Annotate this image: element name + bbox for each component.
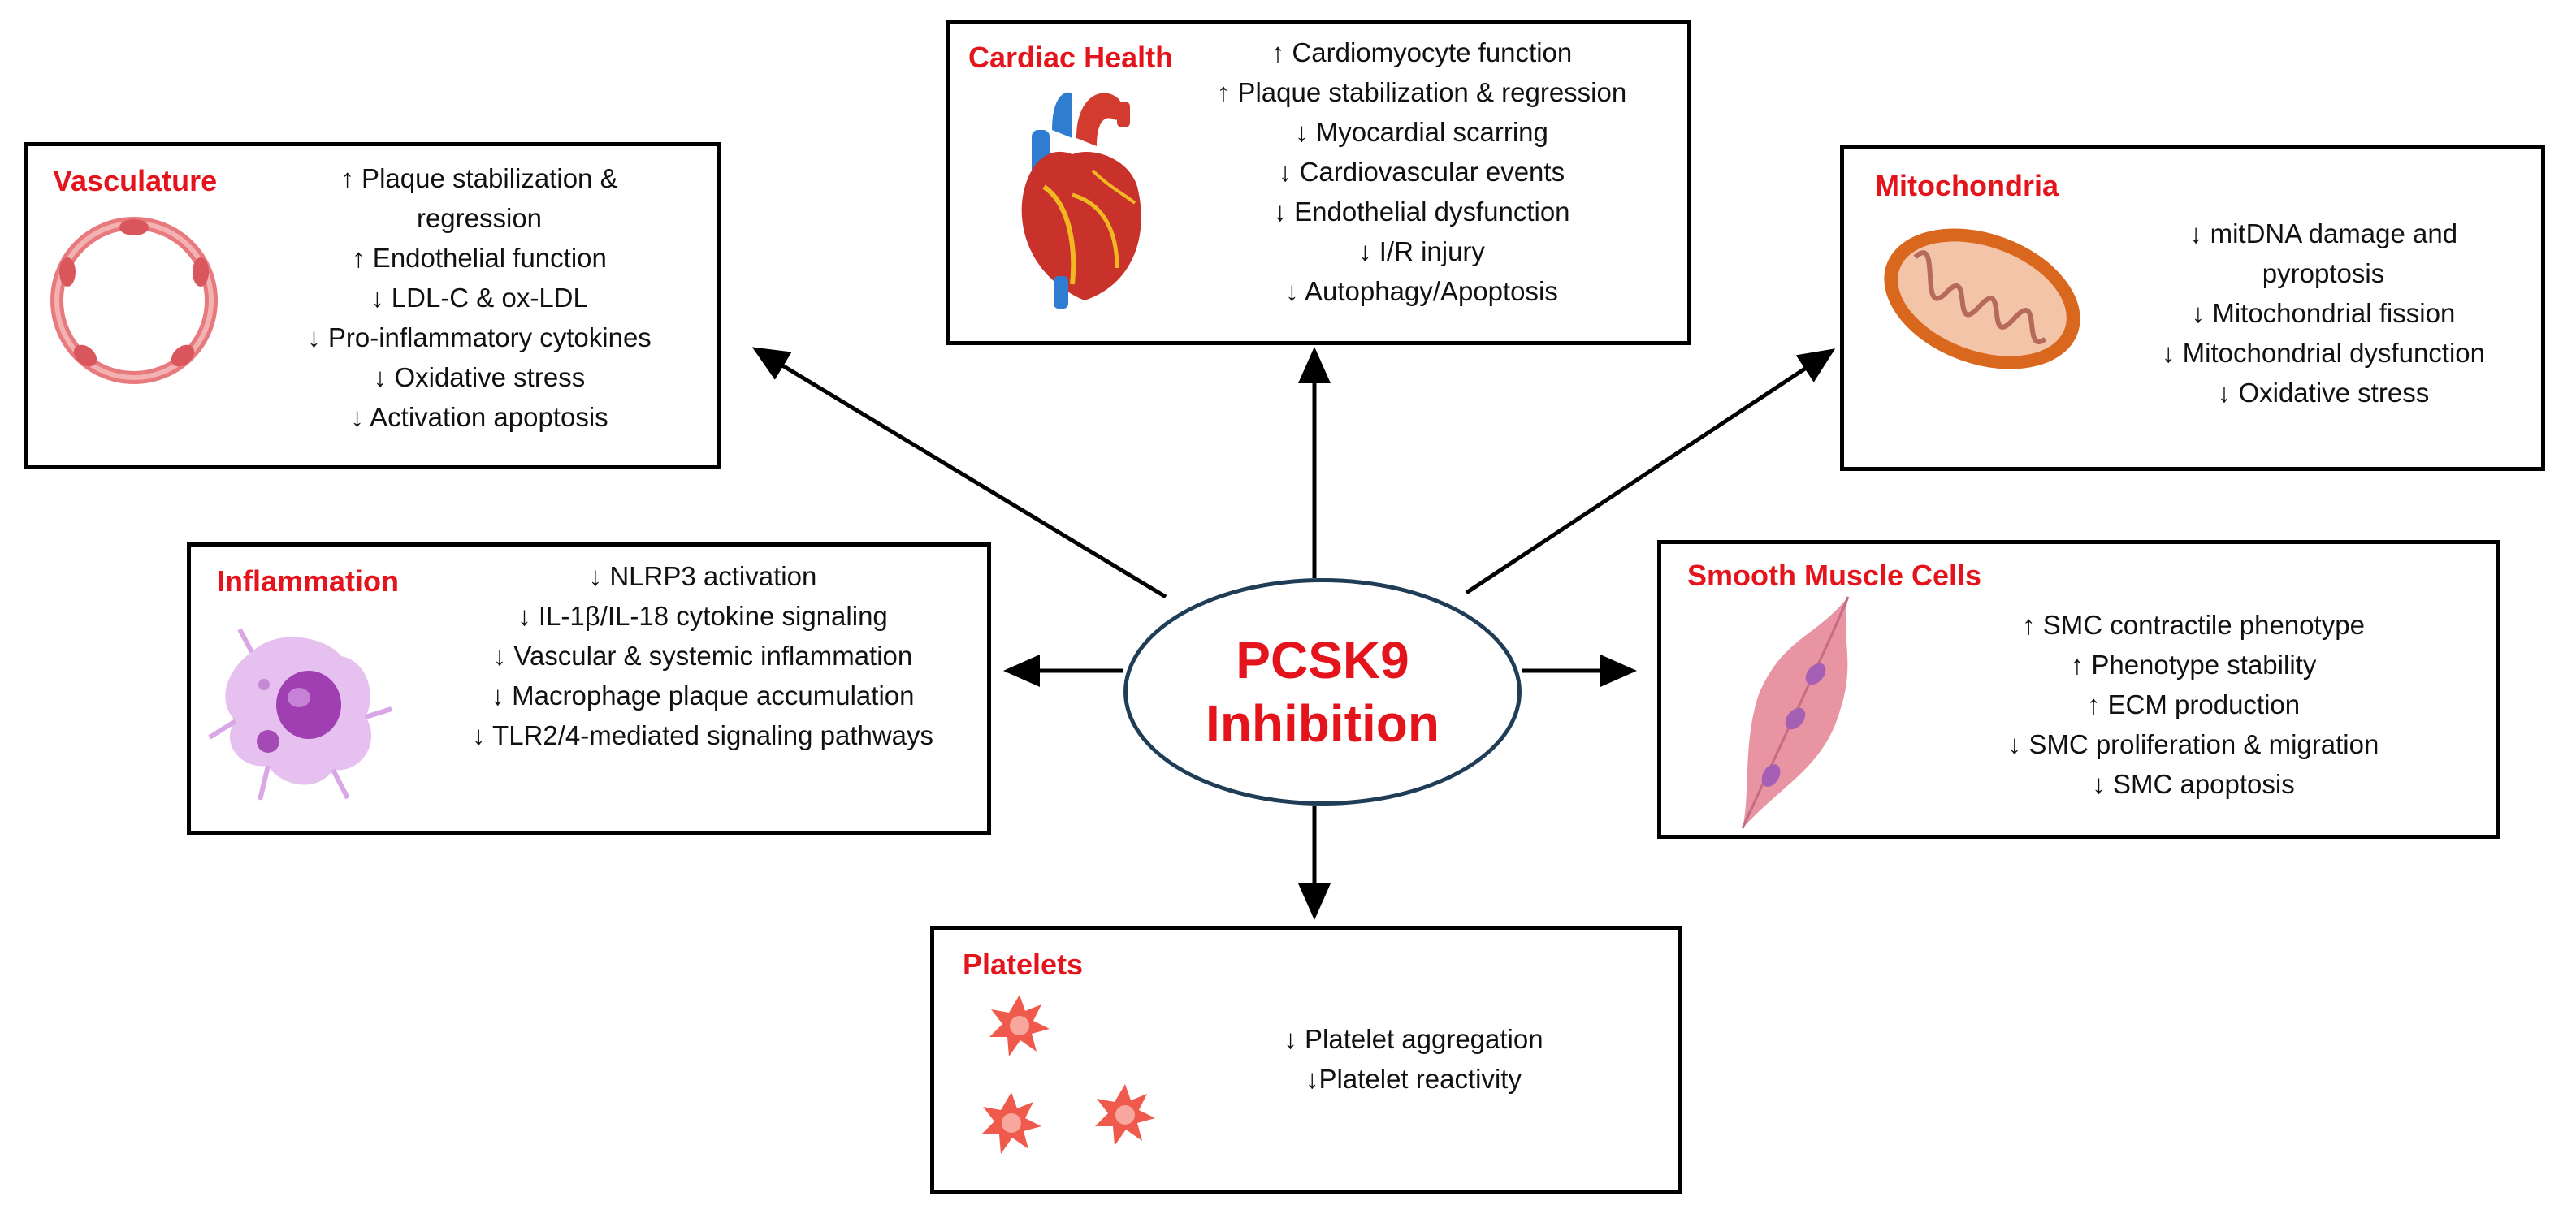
- center-line-1: PCSK9: [1236, 631, 1409, 689]
- effect-line: regression: [416, 203, 543, 233]
- vasculature-effects: ↑ Plaque stabilization & regression ↑ En…: [248, 158, 711, 437]
- effect-line: ↓ Pro-inflammatory cytokines: [307, 322, 652, 352]
- effect-line: ↑ Cardiomyocyte function: [1271, 37, 1573, 67]
- mitochondria-title: Mitochondria: [1875, 169, 2059, 202]
- platelets-effects: ↓ Platelet aggregation ↓Platelet reactiv…: [1243, 1019, 1584, 1099]
- effect-line: ↑ Plaque stabilization & regression: [1216, 77, 1627, 107]
- effect-line: ↓ mitDNA damage and: [2189, 218, 2458, 248]
- inflammation-title: Inflammation: [217, 564, 400, 598]
- cardiac-effects: ↑ Cardiomyocyte function ↑ Plaque stabil…: [1158, 32, 1686, 311]
- effect-line: ↑ Endothelial function: [352, 243, 607, 273]
- arrow-to-vasculature: [751, 347, 1167, 599]
- smooth-muscle-cells-box: Smooth Muscle Cells ↑ SMC contractile ph…: [1657, 540, 2500, 839]
- platelets-box: Platelets ↓ Platelet aggregation ↓Platel…: [930, 926, 1682, 1194]
- effect-line: ↓ Macrophage plaque accumulation: [491, 680, 915, 711]
- effect-line: ↓Platelet reactivity: [1305, 1064, 1522, 1094]
- effect-line: ↓ Mitochondrial fission: [2191, 298, 2456, 328]
- effect-line: ↓ Oxidative stress: [373, 362, 586, 392]
- effect-line: ↑ ECM production: [2086, 689, 2301, 719]
- effect-line: ↓ SMC proliferation & migration: [2007, 729, 2379, 759]
- effect-line: ↓ Oxidative stress: [2217, 378, 2430, 408]
- effect-line: ↓ I/R injury: [1358, 236, 1485, 266]
- cardiac-health-box: Cardiac Health ↑ Cardiomyocyte function …: [946, 20, 1691, 345]
- effect-line: ↓ TLR2/4-mediated signaling pathways: [471, 720, 934, 750]
- heart-icon: [1021, 92, 1141, 309]
- effect-line: pyroptosis: [2262, 258, 2385, 288]
- vessel-icon: [50, 217, 218, 384]
- effect-line: ↓ Endothelial dysfunction: [1273, 197, 1570, 227]
- effect-line: ↓ NLRP3 activation: [588, 561, 817, 591]
- platelet-icon: [981, 995, 1155, 1154]
- effect-line: ↓ Vascular & systemic inflammation: [492, 641, 913, 671]
- platelets-title: Platelets: [963, 948, 1084, 981]
- effect-line: ↓ Cardiovascular events: [1278, 157, 1565, 187]
- effect-line: ↓ Myocardial scarring: [1295, 117, 1548, 147]
- macrophage-icon: [208, 628, 392, 801]
- arrow-to-mitochondria: [1465, 348, 1836, 595]
- vasculature-box: Vasculature ↑ Plaque stabilization & reg…: [24, 142, 721, 469]
- effect-line: ↓ LDL-C & ox-LDL: [370, 283, 588, 313]
- smc-effects: ↑ SMC contractile phenotype ↑ Phenotype …: [1897, 605, 2490, 804]
- vasculature-title: Vasculature: [53, 164, 218, 197]
- cardiac-health-title: Cardiac Health: [968, 41, 1174, 74]
- pcsk9-inhibition-node: PCSK9 Inhibition: [1123, 578, 1522, 806]
- mitochondrion-icon: [1884, 228, 2080, 369]
- effect-line: ↓ SMC apoptosis: [2092, 769, 2295, 799]
- smooth-muscle-cell-icon: [1741, 596, 1850, 829]
- effect-line: ↑ Phenotype stability: [2070, 650, 2317, 680]
- mitochondria-effects: ↓ mitDNA damage and pyroptosis ↓ Mitocho…: [2104, 214, 2543, 413]
- effect-line: ↓ Activation apoptosis: [350, 402, 608, 432]
- effect-line: ↓ Mitochondrial dysfunction: [2161, 338, 2486, 368]
- inflammation-effects: ↓ NLRP3 activation ↓ IL-1β/IL-18 cytokin…: [426, 556, 979, 755]
- mitochondria-box: Mitochondria ↓ mitDNA damage and pyropto…: [1840, 145, 2545, 471]
- effect-line: ↓ Autophagy/Apoptosis: [1285, 276, 1558, 306]
- effect-line: ↑ Plaque stabilization &: [340, 163, 618, 193]
- smooth-muscle-cells-title: Smooth Muscle Cells: [1687, 559, 1982, 592]
- effect-line: ↓ Platelet aggregation: [1284, 1024, 1543, 1054]
- center-line-2: Inhibition: [1206, 694, 1440, 753]
- effect-line: ↑ SMC contractile phenotype: [2022, 610, 2365, 640]
- inflammation-box: Inflammation ↓ NLRP3 activation ↓ IL-1β/…: [187, 542, 991, 835]
- effect-line: ↓ IL-1β/IL-18 cytokine signaling: [517, 601, 888, 631]
